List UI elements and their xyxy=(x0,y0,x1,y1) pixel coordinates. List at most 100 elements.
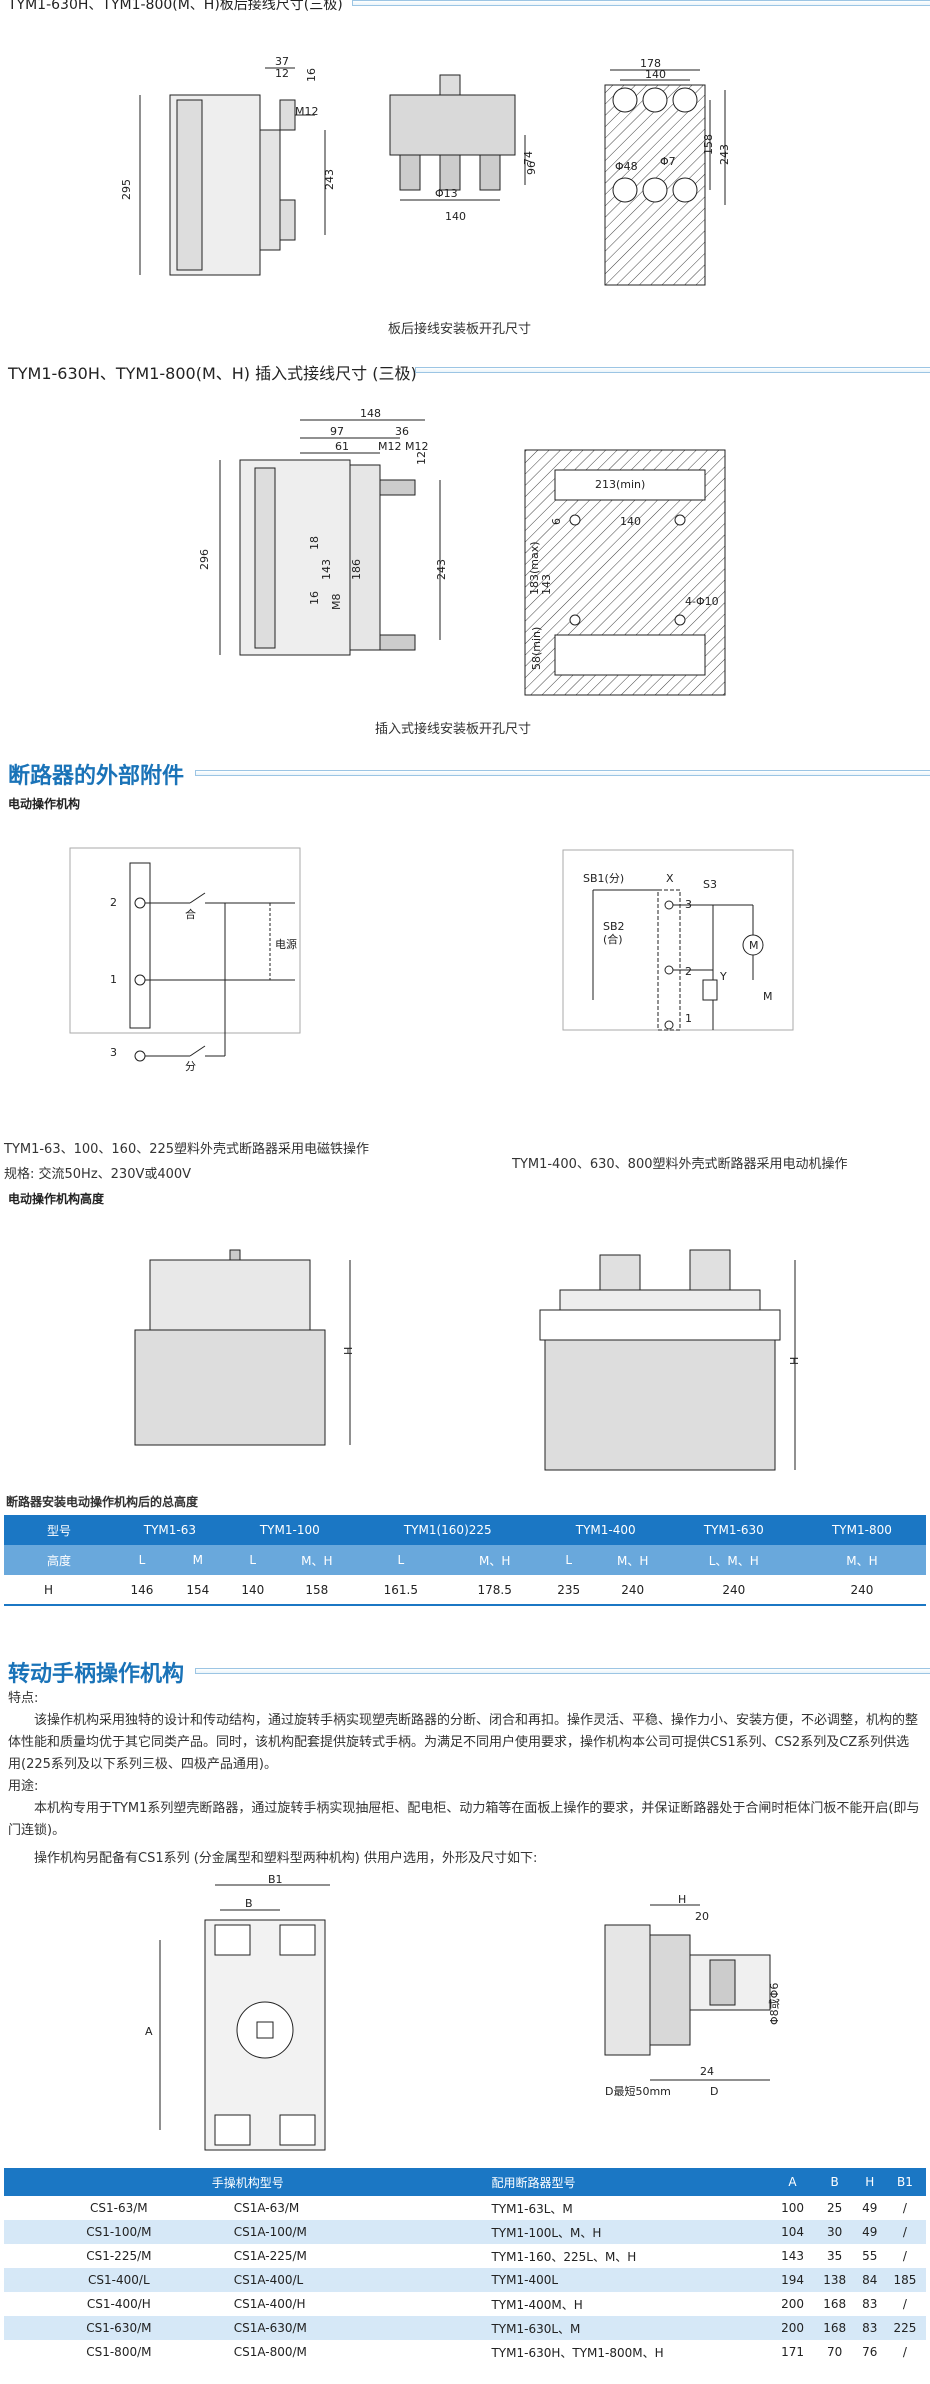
sub-8: L、M、H xyxy=(708,1553,759,1568)
cs-cell: TYM1-630H、TYM1-800M、H xyxy=(491,2345,664,2360)
dim-158: 158 xyxy=(702,134,715,155)
dim2-36: 36 xyxy=(395,425,409,438)
ld-n2: 2 xyxy=(110,896,117,909)
cs-cell: 35 xyxy=(827,2249,843,2263)
sub-1: M xyxy=(192,1553,203,1567)
cs-cell: TYM1-63L、M xyxy=(491,2201,573,2216)
val-2: 140 xyxy=(241,1582,265,1597)
handle-front-drawing: B1 B A xyxy=(145,1873,330,2151)
dim2-58: 58(min) xyxy=(530,627,543,670)
cs-cell: 104 xyxy=(781,2225,804,2239)
dim2-243: 243 xyxy=(435,559,448,580)
cs-cell: 30 xyxy=(827,2225,843,2239)
sub-9: M、H xyxy=(846,1553,878,1568)
val-3: 158 xyxy=(305,1582,329,1597)
motor-caption: TYM1-400、630、800塑料外壳式断路器采用电动机操作 xyxy=(512,1157,848,1172)
dim2-296: 296 xyxy=(198,549,211,570)
cs-cell: TYM1-160、225L、M、H xyxy=(491,2249,637,2264)
h-left-label: H xyxy=(342,1347,355,1355)
handle-dim-h: H xyxy=(678,1893,686,1906)
cs-cell: CS1-100/M xyxy=(86,2225,152,2239)
accessories-title: 断路器的外部附件 xyxy=(8,764,185,789)
dim-74: 74 xyxy=(522,151,535,165)
rd-n3: 3 xyxy=(685,898,692,911)
handle-dim-d: D xyxy=(710,2085,718,2098)
val-5: 178.5 xyxy=(477,1582,512,1597)
section-2-caption: 插入式接线安装板开孔尺寸 xyxy=(375,722,532,737)
val-7: 240 xyxy=(621,1582,645,1597)
cs-cell: 200 xyxy=(781,2297,804,2311)
sub-5: M、H xyxy=(479,1553,511,1568)
handle-dim-b: B xyxy=(245,1897,253,1910)
section-1-header: TYM1-630H、TYM1-800(M、H)板后接线尺寸(三极) xyxy=(8,0,343,14)
dim-243: 243 xyxy=(323,169,336,190)
cs-h1: 配用断路器型号 xyxy=(491,2175,576,2190)
dim2-m12b: M12 xyxy=(405,440,429,453)
cs-cell: / xyxy=(902,2201,907,2215)
section-1-rule xyxy=(352,0,930,6)
cs-cell: / xyxy=(902,2249,907,2263)
section-2-rule xyxy=(415,367,930,373)
rd-y: Y xyxy=(719,970,727,983)
cs-cell: 84 xyxy=(862,2273,878,2287)
dim2-97: 97 xyxy=(330,425,344,438)
motor-height-title: 电动操作机构高度 xyxy=(8,1192,105,1206)
feature-label: 特点: xyxy=(8,1691,39,1706)
front-view-rear-wiring: 74 96 Φ13 140 xyxy=(389,74,538,223)
accessories-rule xyxy=(195,770,930,776)
model-4: TYM1-630 xyxy=(703,1523,764,1537)
dim2-61: 61 xyxy=(335,440,349,453)
sub-0: L xyxy=(138,1553,146,1567)
dim2-140: 140 xyxy=(620,515,641,528)
cs-h2: A xyxy=(788,2175,797,2189)
model-2: TYM1(160)225 xyxy=(403,1523,492,1537)
dim2-m8: M8 xyxy=(330,594,343,611)
section-2-header: TYM1-630H、TYM1-800(M、H) 插入式接线尺寸 (三极) xyxy=(8,360,417,384)
cs-cell: CS1-400/H xyxy=(86,2297,151,2311)
ld-fen: 分 xyxy=(185,1060,196,1073)
val-1: 154 xyxy=(186,1582,210,1597)
handle-rule xyxy=(195,1668,930,1674)
cs-cell: CS1A-800/M xyxy=(233,2345,307,2359)
val-9: 240 xyxy=(850,1582,874,1597)
val-4: 161.5 xyxy=(383,1582,418,1597)
model-1: TYM1-100 xyxy=(259,1523,320,1537)
sub-3: M、H xyxy=(301,1553,333,1568)
dim-96: 96 xyxy=(525,161,538,175)
cs-cell: CS1A-100/M xyxy=(233,2225,307,2239)
val-6: 235 xyxy=(557,1582,581,1597)
dim-178: 178 xyxy=(640,57,661,70)
rd-n2: 2 xyxy=(685,965,692,978)
handle-dim-b1: B1 xyxy=(268,1873,283,1886)
dim2-12: 12 xyxy=(415,451,428,465)
section-1-caption: 板后接线安装板开孔尺寸 xyxy=(388,322,532,337)
motor-mechanism-title: 电动操作机构 xyxy=(8,797,81,811)
rd-x: X xyxy=(666,872,674,885)
cs-h5: B1 xyxy=(896,2175,913,2189)
dim-phi48: Φ48 xyxy=(615,160,638,173)
cs-cell: / xyxy=(902,2297,907,2311)
cs-cell: / xyxy=(902,2345,907,2359)
cs-cell: 100 xyxy=(781,2201,804,2215)
cs-cell: CS1-400/L xyxy=(88,2273,150,2287)
cs-cell: 185 xyxy=(893,2273,917,2287)
electromagnet-circuit-diagram: 2 1 3 合 分 电源 xyxy=(69,847,301,1073)
cs-cell: CS1A-630/M xyxy=(233,2321,307,2335)
sub-4: L xyxy=(397,1553,405,1567)
dim-140b: 140 xyxy=(645,68,666,81)
mounting-plate-plug-in: 213(min) 140 6 183(max) 143 4-Φ10 58(min… xyxy=(524,449,726,696)
cs-cell: CS1-63/M xyxy=(90,2201,148,2215)
sub-2: L xyxy=(249,1553,257,1567)
dim2-phi10: 4-Φ10 xyxy=(685,595,719,608)
cs-cell: 49 xyxy=(862,2225,878,2239)
section-1-title: TYM1-630H、TYM1-800(M、H)板后接线尺寸(三极) xyxy=(8,0,343,13)
supply-text: 操作机构另配备有CS1系列 (分金属型和塑料型两种机构) 供用户选用，外形及尺寸… xyxy=(34,1851,538,1866)
table-model-label: 型号 xyxy=(46,1523,71,1538)
electromagnet-spec: 规格: 交流50Hz、230V或400V xyxy=(4,1167,192,1182)
model-3: TYM1-400 xyxy=(575,1523,636,1537)
cs-cell: TYM1-400L xyxy=(491,2273,559,2287)
section-2-title: TYM1-630H、TYM1-800(M、H) 插入式接线尺寸 (三极) xyxy=(8,364,417,383)
